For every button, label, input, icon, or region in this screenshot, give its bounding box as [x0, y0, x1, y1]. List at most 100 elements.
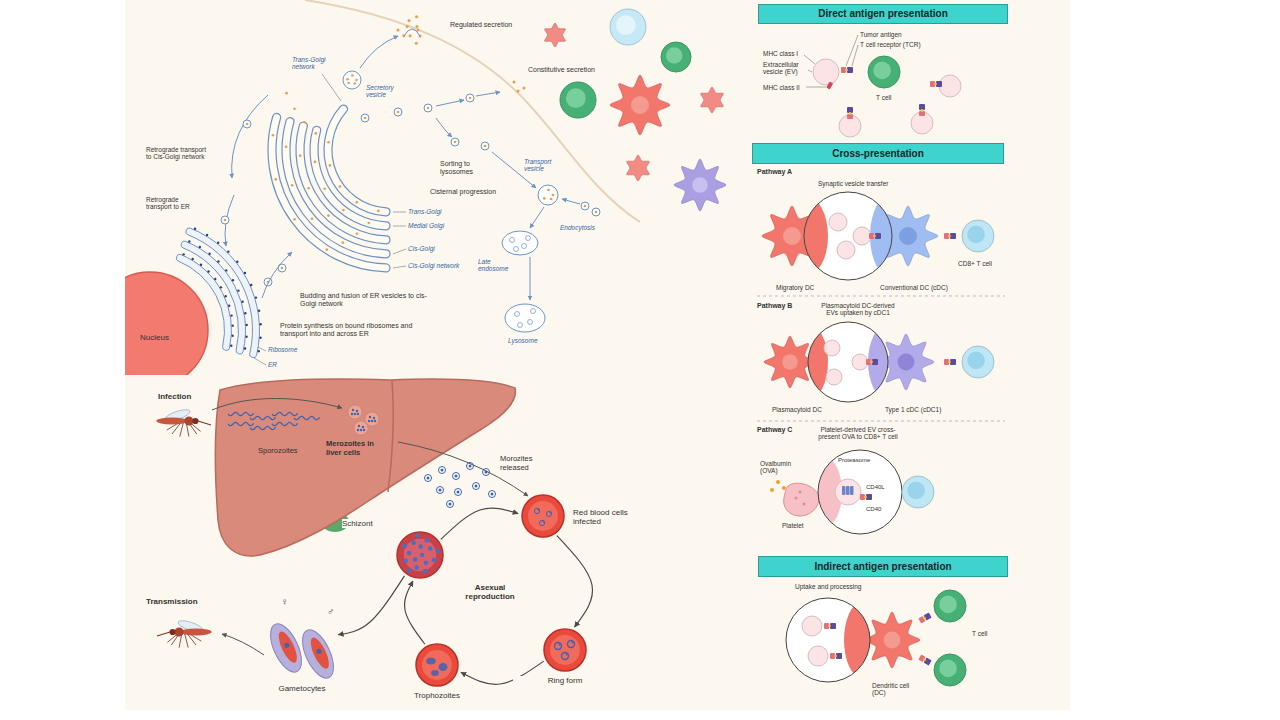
- cargo-dot: [274, 178, 277, 181]
- mhc-tcr-complex: [847, 107, 853, 119]
- secretory-pathway: [92, 0, 640, 388]
- parasite-nucleus: [543, 521, 545, 523]
- annotation-label: Sorting to lysosomes: [440, 160, 485, 176]
- annotation-label: Protein synthesis on bound ribosomes and…: [280, 322, 430, 338]
- t-cell-nucleus: [939, 596, 957, 614]
- merozoite: [413, 557, 418, 562]
- merozoite: [473, 483, 480, 490]
- annotation-label: Plasmacytoid DC-derived EVs uptaken by c…: [818, 302, 898, 317]
- mosquito-head: [192, 418, 198, 424]
- stage-label: Trophozoites: [385, 691, 489, 700]
- infection-arrow: [212, 399, 342, 411]
- antigen-peptide: [849, 112, 852, 115]
- tcr-molecule: [866, 494, 872, 500]
- cargo-dot: [552, 194, 555, 197]
- mhc-tcr-complex: [869, 233, 881, 239]
- mosquito-proboscis: [198, 421, 211, 425]
- cargo-dot: [303, 121, 306, 124]
- annotation-label: Constitutive secretion: [528, 66, 595, 74]
- intraluminal-vesicle: [526, 236, 531, 241]
- vesicle: [361, 114, 369, 122]
- blood-cell: [397, 532, 443, 578]
- gametocyte: [264, 619, 308, 676]
- cargo-dot: [299, 154, 302, 157]
- extracellular-vesicle: [837, 241, 855, 259]
- annotation-label: Sporozoites: [258, 447, 298, 456]
- plasma-membrane: [305, 0, 640, 222]
- mhc-tcr-complex: [918, 612, 931, 623]
- cargo-dot: [323, 187, 326, 190]
- dendritic-cell-membrane: [844, 602, 880, 678]
- extracellular-vesicle: [802, 616, 822, 636]
- antigen-peptide: [834, 655, 837, 658]
- annotation-label: CD40: [866, 506, 881, 513]
- stage-cell: Schizont: [396, 531, 444, 579]
- antigen-peptide: [828, 625, 831, 628]
- zoom-circle: [818, 450, 902, 534]
- t-cell-nucleus: [666, 47, 683, 64]
- cargo-dot: [325, 248, 328, 251]
- t-cell: [934, 654, 966, 686]
- secreted-cargo: [513, 81, 516, 84]
- late-endosome: [502, 231, 538, 255]
- merozoite-core: [439, 489, 442, 492]
- ring-parasite: [539, 520, 544, 525]
- merozoite: [420, 553, 425, 558]
- ring-parasite: [534, 508, 539, 513]
- intraluminal-vesicle: [531, 309, 536, 314]
- blood-cell: [544, 629, 586, 671]
- intraluminal-vesicle: [518, 323, 523, 328]
- t-cell-nucleus: [616, 15, 636, 35]
- stage-illustration: [262, 618, 342, 680]
- sporozoite: [272, 422, 298, 425]
- annotation-label: Medial Golgi: [408, 222, 444, 229]
- secreted-cargo: [397, 28, 400, 31]
- tcr-molecule: [924, 657, 932, 665]
- secretion-arrow: [436, 100, 464, 106]
- cargo-dot: [547, 189, 550, 192]
- cargo-dot: [293, 107, 296, 110]
- merozoite: [414, 565, 419, 570]
- t-cell: [560, 82, 596, 118]
- header-bar: Direct antigen presentation: [758, 4, 1008, 24]
- cargo-dot: [469, 97, 472, 100]
- cargo-dot: [307, 187, 310, 190]
- cdc1-nucleus: [898, 354, 915, 371]
- annotation-label: MHC class I: [763, 50, 798, 57]
- ribosome: [236, 261, 238, 263]
- ribosome: [237, 289, 239, 291]
- tcr-molecule: [847, 107, 853, 113]
- lysosome: [505, 304, 545, 332]
- vesicle: [394, 108, 402, 116]
- mosquito-abdomen: [156, 418, 187, 425]
- annotation-label: Asexual reproduction: [458, 583, 522, 601]
- zoom-content: [810, 458, 872, 526]
- gametocyte-nucleus: [284, 642, 291, 649]
- header-bar: Cross-presentation: [752, 143, 1004, 164]
- secreted-cargo: [409, 34, 412, 37]
- zoom-content: [788, 324, 908, 400]
- mosquito-leg: [185, 633, 189, 647]
- annotation-label: Pathway A: [757, 168, 792, 176]
- extracellular-vesicle: [911, 112, 933, 134]
- annotation-label: Pathway C: [757, 426, 792, 434]
- annotation-label: Transmission: [146, 597, 198, 606]
- merozoite-core: [441, 469, 444, 472]
- merozoite: [360, 429, 362, 431]
- mosquito-head: [169, 629, 175, 635]
- extracellular-vesicle: [829, 213, 847, 231]
- secreted-cargo: [517, 90, 520, 93]
- merozoite: [362, 426, 364, 428]
- cycle-arrow: [557, 536, 593, 627]
- stage-cell: Trophozoites: [415, 643, 459, 687]
- cargo-dot: [367, 222, 370, 225]
- annotation-label: Platelet-derived EV cross-present OVA to…: [812, 426, 904, 441]
- parasite-nucleus: [538, 509, 540, 511]
- tcr-molecule: [830, 623, 836, 629]
- merozoite: [436, 549, 441, 554]
- annotation-label: Secretory vesicle: [366, 84, 402, 99]
- cycle-arrow: [441, 508, 518, 539]
- annotation-label: Platelet: [782, 522, 804, 529]
- annotation-label: CD8+ T cell: [958, 260, 992, 267]
